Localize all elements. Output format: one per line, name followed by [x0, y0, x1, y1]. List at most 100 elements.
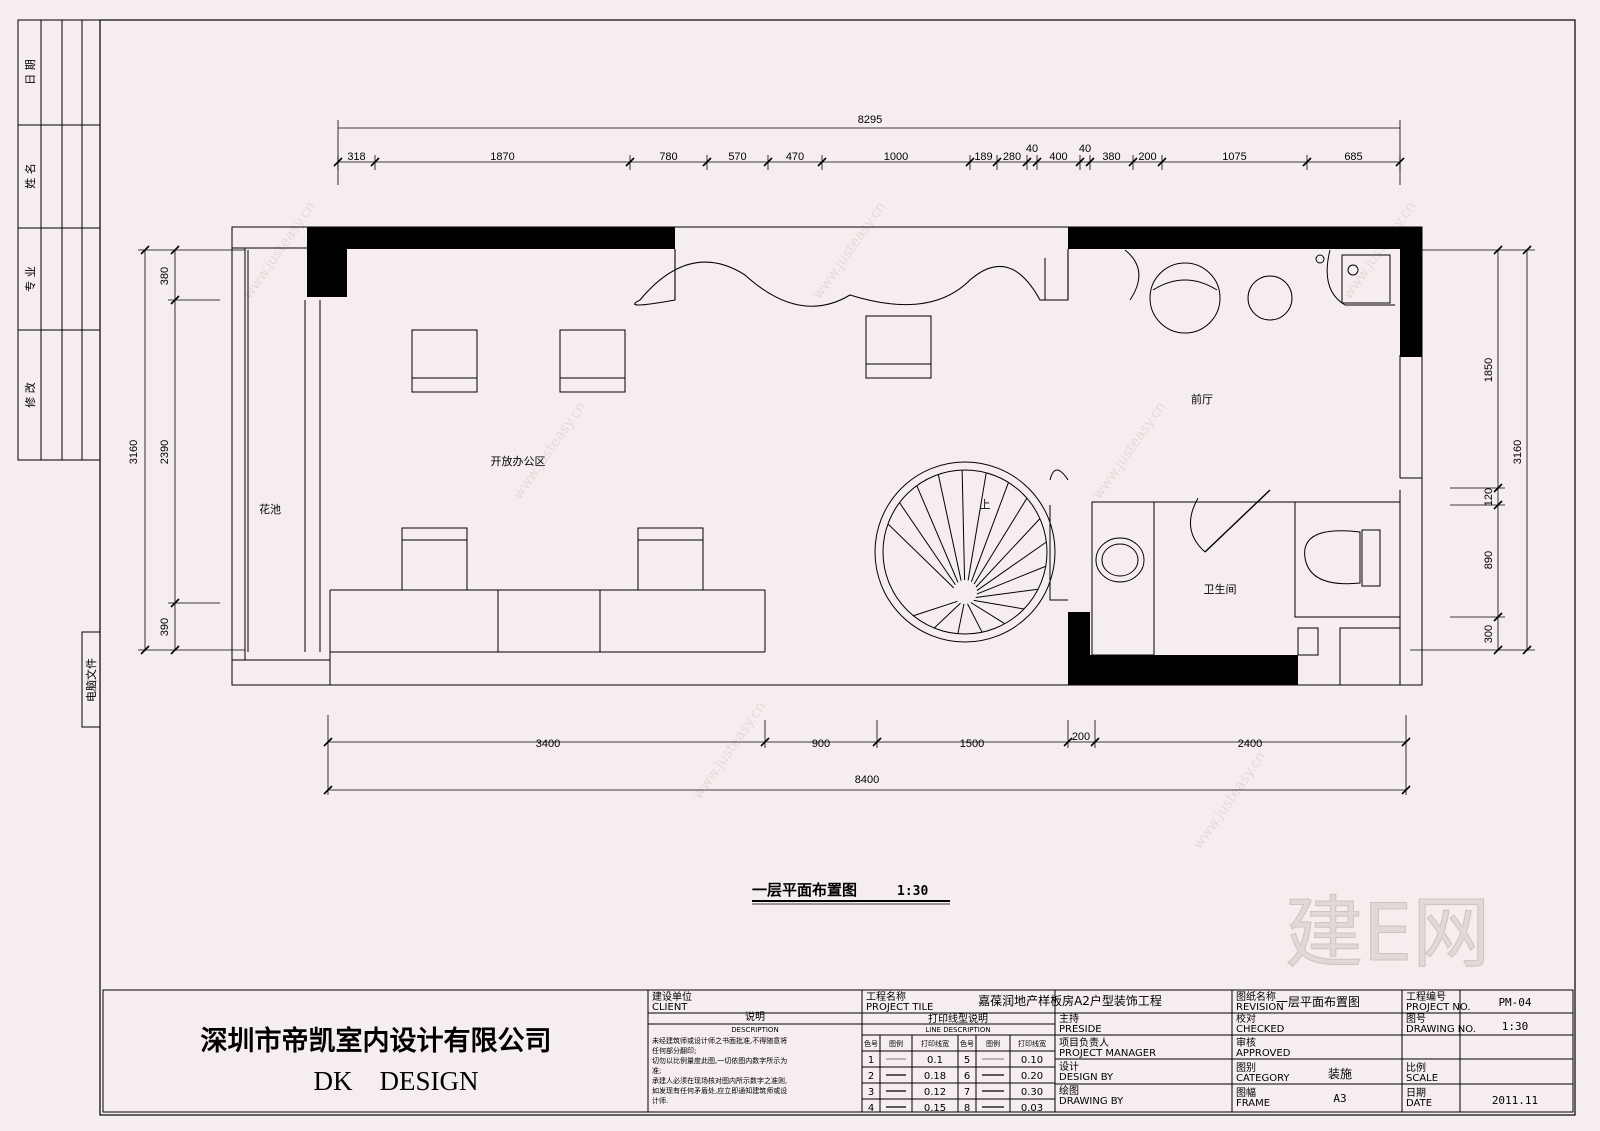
- description-line: 未经建筑师或设计师之书面批准,不得随意将: [652, 1036, 787, 1045]
- desc-label-cn: 说明: [745, 1010, 765, 1023]
- lobby-furniture: [1124, 249, 1395, 334]
- dim-top-segment: 200: [1138, 151, 1156, 163]
- checked-label-cn: 校对: [1236, 1012, 1256, 1025]
- dim-bottom-2: 900: [812, 738, 830, 750]
- drawing-scale: 1:30: [897, 884, 928, 899]
- line-table-cell: 6: [964, 1071, 970, 1082]
- walls: [307, 227, 1422, 685]
- line-table-cell: 0.12: [924, 1087, 946, 1098]
- title-block: [102, 989, 1574, 1113]
- dim-right-4: 300: [1483, 625, 1495, 643]
- dim-left-total: 3160: [128, 440, 140, 464]
- dim-top-segment: 780: [659, 151, 677, 163]
- line-table-cell: 0.10: [1021, 1055, 1043, 1066]
- curved-partition: [634, 249, 1069, 307]
- desks: [401, 315, 932, 591]
- drawno-label-cn: 图号: [1406, 1013, 1426, 1025]
- bottom-dimensions: [323, 715, 1411, 795]
- brand-watermark: 建E网: [1285, 889, 1490, 979]
- desk: [411, 329, 478, 393]
- dim-top-segment: 1870: [490, 151, 514, 163]
- sink: [1095, 537, 1145, 583]
- line-table-cell: 2: [868, 1071, 874, 1082]
- watermark-layer: www.justeasy.cn www.justeasy.cn www.just…: [240, 199, 1419, 852]
- line-table-header: 打印线宽: [1018, 1039, 1046, 1048]
- description-line: 切勿以比例量度此图,一切依图内数字所示为: [652, 1056, 787, 1065]
- projno-label-en: PROJECT NO.: [1406, 1002, 1471, 1013]
- line-table-header: 色号: [864, 1039, 878, 1048]
- line-table-cell: 5: [964, 1055, 970, 1066]
- category-label-en: CATEGORY: [1236, 1073, 1290, 1084]
- frame-value: A3: [1333, 1092, 1346, 1105]
- plan-outline: [231, 226, 1423, 686]
- col-label-date: 日 期: [24, 59, 37, 85]
- checked-label-en: CHECKED: [1236, 1024, 1285, 1035]
- line-table-header: 打印线宽: [921, 1039, 949, 1048]
- approved-label-cn: 审核: [1236, 1036, 1256, 1049]
- revision-label-en: REVISION: [1236, 1002, 1284, 1013]
- round-table: [1149, 262, 1221, 334]
- projno-label-cn: 工程编号: [1406, 990, 1446, 1003]
- date-label-en: DATE: [1406, 1098, 1432, 1109]
- category-value: 装施: [1328, 1067, 1352, 1081]
- watermark-site: www.justeasy.cn: [810, 199, 889, 302]
- top-dimensions: [333, 120, 1405, 185]
- dim-bottom-total: 8400: [855, 774, 879, 786]
- dim-left-1: 380: [159, 267, 171, 285]
- dim-top-segment: 570: [728, 151, 746, 163]
- dim-top-segment: 400: [1049, 151, 1067, 163]
- desk: [559, 329, 626, 393]
- dim-right-3: 890: [1483, 551, 1495, 569]
- project-label-en: PROJECT TILE: [866, 1002, 933, 1013]
- dim-top-segment: 280: [1003, 151, 1021, 163]
- role-label-cn: 主持: [1059, 1012, 1079, 1025]
- line-table-cell: 8: [964, 1103, 970, 1114]
- room-label-bathroom: 卫生间: [1204, 582, 1237, 596]
- room-label-open-office: 开放办公区: [491, 454, 546, 468]
- round-stool: [1247, 275, 1293, 321]
- watermark-site: www.justeasy.cn: [690, 699, 769, 802]
- dim-bottom-5: 2400: [1238, 738, 1262, 750]
- company-name-en: DK DESIGN: [314, 1066, 479, 1096]
- line-desc-label-en: LINE DESCRIPTION: [925, 1026, 990, 1034]
- stair-up-label: 上: [980, 498, 991, 511]
- dim-top-total: 8295: [858, 114, 882, 126]
- spiral-staircase: [874, 461, 1069, 643]
- project-label-cn: 工程名称: [866, 990, 906, 1003]
- date-value: 2011.11: [1492, 1094, 1538, 1107]
- desk: [637, 527, 704, 591]
- line-table-header: 图例: [889, 1039, 903, 1048]
- description-line: 承建人必须在现场核对图内所示数字之准则,: [652, 1076, 787, 1085]
- description-line: 准;: [652, 1066, 661, 1075]
- dim-top-segment: 40: [1079, 143, 1091, 155]
- scale-label-en: SCALE: [1406, 1073, 1438, 1084]
- category-label-cn: 图别: [1236, 1062, 1256, 1074]
- watermark-site: www.justeasy.cn: [1190, 749, 1269, 852]
- project-name: 嘉葆润地产样板房A2户型装饰工程: [978, 993, 1162, 1008]
- revision-value: 一层平面布置图: [1276, 995, 1360, 1009]
- computer-file-label: 电脑文件: [84, 658, 98, 702]
- approved-label-en: APPROVED: [1236, 1048, 1291, 1059]
- projno-value: PM-04: [1498, 996, 1531, 1009]
- col-label-revise: 修 改: [23, 382, 37, 408]
- dim-bottom-4: 200: [1072, 731, 1090, 743]
- client-label-en: CLIENT: [652, 1002, 688, 1013]
- line-table-cell: 0.20: [1021, 1071, 1043, 1082]
- room-label-lobby: 前厅: [1191, 392, 1213, 406]
- dim-top-segment: 318: [347, 151, 365, 163]
- desc-label-en: DESCRIPTION: [731, 1026, 778, 1034]
- company-name-cn: 深圳市帝凯室内设计有限公司: [201, 1025, 552, 1057]
- left-dimensions: [138, 245, 245, 655]
- dim-top-segment: 1075: [1222, 151, 1246, 163]
- dim-bottom-1: 3400: [536, 738, 560, 750]
- role-label-en: DRAWING BY: [1059, 1096, 1124, 1107]
- frame-label-en: FRAME: [1236, 1098, 1270, 1109]
- description-line: 任何部分翻印;: [652, 1046, 696, 1055]
- dim-bottom-3: 1500: [960, 738, 984, 750]
- line-table-cell: 3: [868, 1087, 874, 1098]
- desk: [401, 527, 468, 591]
- right-dimensions: [1410, 245, 1535, 655]
- revision-label-cn: 图纸名称: [1236, 990, 1276, 1003]
